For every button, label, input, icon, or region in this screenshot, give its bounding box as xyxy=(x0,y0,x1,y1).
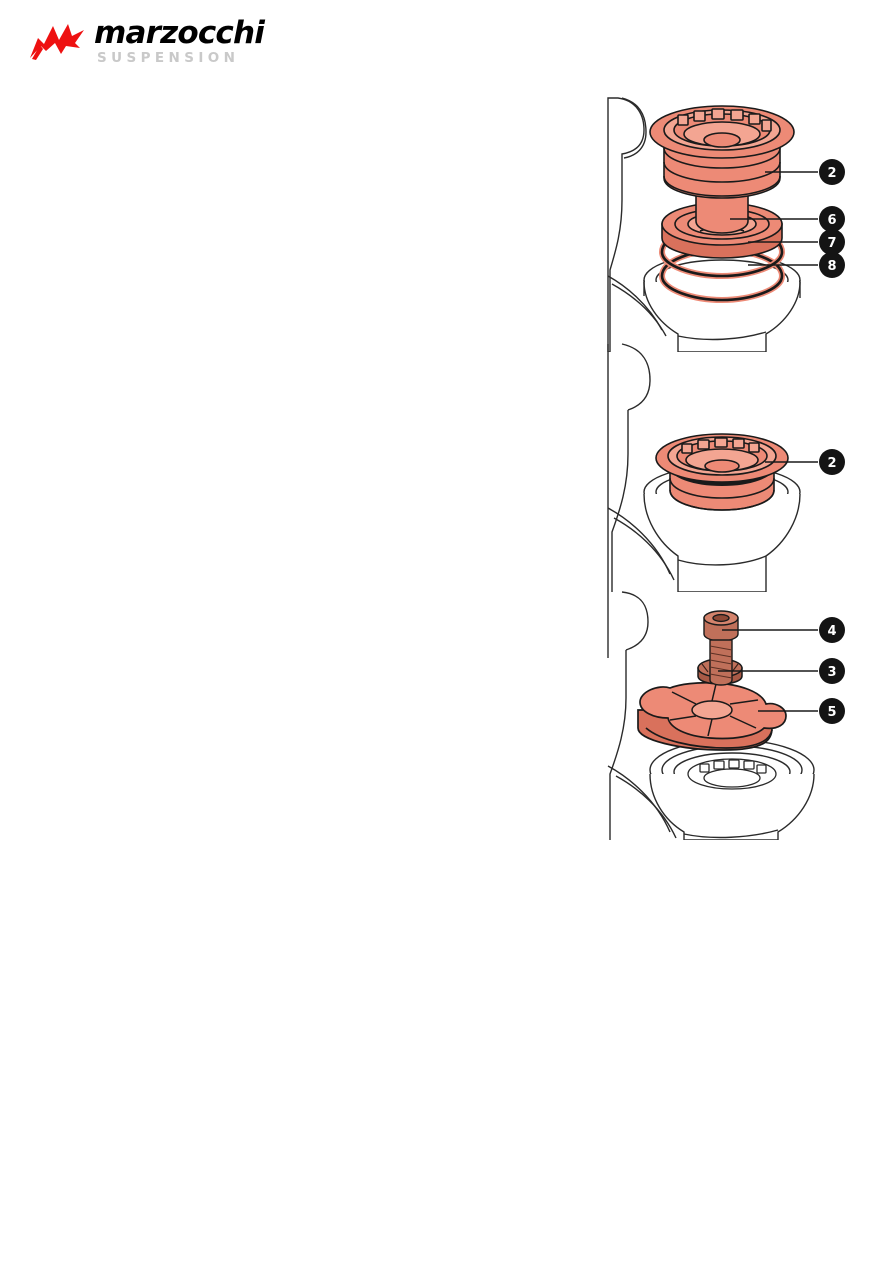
figure-fork-cap-installed: 2 xyxy=(600,340,890,592)
callout-label: 4 xyxy=(827,624,836,639)
callout-badge-4: 4 xyxy=(819,617,845,643)
callout-label: 7 xyxy=(827,236,836,251)
top-cap-part xyxy=(655,433,789,511)
adjuster-knob-part xyxy=(637,681,787,751)
callout-badge-3: 3 xyxy=(819,658,845,684)
callout-label: 5 xyxy=(827,705,836,720)
callout-label: 3 xyxy=(827,665,836,680)
brand-wordmark: marzocchi xyxy=(94,15,265,51)
callout-group xyxy=(730,171,818,266)
callout-badge-2: 2 xyxy=(819,449,845,475)
callout-label: 6 xyxy=(827,213,836,228)
top-cap-part xyxy=(649,105,795,199)
callout-badge-6: 6 xyxy=(819,206,845,232)
callout-badge-5: 5 xyxy=(819,698,845,724)
text-column xyxy=(28,90,588,850)
callout-badge-8: 8 xyxy=(819,252,845,278)
marzocchi-mountain-mark-icon xyxy=(28,18,90,64)
callout-group xyxy=(718,629,818,712)
callout-label: 2 xyxy=(827,456,836,471)
brand-tagline: SUSPENSION xyxy=(97,50,240,66)
callout-label: 2 xyxy=(827,166,836,181)
brand-logo: marzocchi SUSPENSION xyxy=(28,14,265,74)
screw-part xyxy=(703,610,739,686)
figure-fork-cap-exploded: 2 6 7 8 xyxy=(600,90,890,352)
callout-badge-2: 2 xyxy=(819,159,845,185)
callout-label: 8 xyxy=(827,259,836,274)
callout-badge-7: 7 xyxy=(819,229,845,255)
fork-leg-outline xyxy=(607,591,815,840)
figure-adjuster-knob-exploded: 4 3 5 xyxy=(600,588,890,840)
